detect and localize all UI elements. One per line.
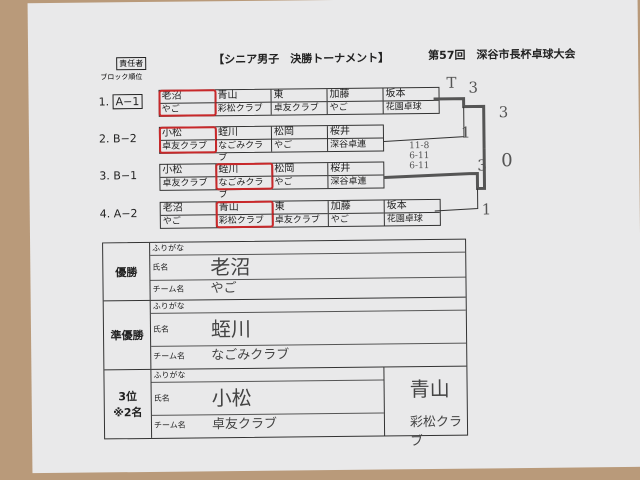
runner-up-section: 準優勝 ふりがな 氏名蛭川 チーム名なごみクラブ [103,297,467,371]
third-place-section: 3位 ※2名 ふりがな 氏名小松 チーム名卓友クラブ 青山 彩松クラブ [104,366,468,449]
name-label: 氏名 [152,262,169,272]
score-t: T [446,73,457,92]
score-4: 1 [481,200,492,219]
name-label: 氏名 [152,324,170,334]
bracket-lines [383,97,487,212]
third-1-name: 小松 [211,385,252,411]
third-2-team: 彩松クラブ [409,414,463,450]
name-label: 氏名 [153,393,170,403]
third-2-name: 青山 [409,376,450,402]
score-1: 3 [468,78,479,97]
winner-section: 優勝 ふりがな 氏名老沼 チーム名やご [103,239,466,302]
winner-name: 老沼 [210,254,251,280]
third-place-label: 3位 ※2名 [104,369,153,439]
team-label: チーム名 [153,420,186,430]
game-scores: 11-8 6-11 6-11 [409,141,430,172]
score-3: 3 [477,156,487,175]
runner-up-label: 準優勝 [103,300,152,370]
results-table: 優勝 ふりがな 氏名老沼 チーム名やご 準優勝 ふりがな 氏名蛭川 チーム名なご… [102,238,469,449]
final-score-top: 3 [498,103,509,122]
third-1-team: 卓友クラブ [211,416,278,433]
tournament-sheet: 責任者 ブロック順位 【シニア男子 決勝トーナメント】 第57回 深谷市長杯卓球… [27,0,640,474]
winner-label: 優勝 [103,242,151,301]
team-label: チーム名 [152,284,185,294]
final-score-bottom: 0 [501,150,513,172]
runner-up-name: 蛭川 [210,316,252,342]
team-label: チーム名 [153,351,186,361]
winner-team: やご [210,281,237,297]
score-2: 1 [460,123,471,142]
runner-up-team: なごみクラブ [211,347,290,364]
